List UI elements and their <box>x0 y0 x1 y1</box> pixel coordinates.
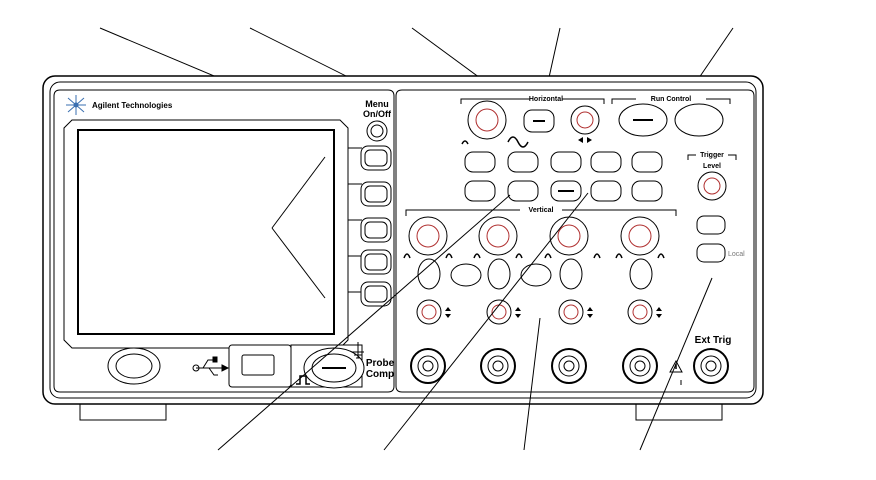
left-right-arrows-icon <box>578 137 592 143</box>
channel-4-waveform-icons <box>615 253 665 259</box>
softkey-bracket <box>271 147 362 299</box>
math-button[interactable] <box>450 263 482 287</box>
channel-4-bnc[interactable] <box>622 348 658 384</box>
channel-3-bnc[interactable] <box>551 348 587 384</box>
channel-2-position-knob[interactable] <box>486 299 512 325</box>
vertical-section-bracket <box>405 209 677 216</box>
channel-2-bnc[interactable] <box>480 348 516 384</box>
probe-comp-label-line1: Probe <box>366 358 395 369</box>
trigger-menu-button[interactable] <box>696 215 726 235</box>
power-button-inner <box>115 353 153 379</box>
channel-1-button[interactable] <box>417 258 441 290</box>
softkeys[interactable] <box>360 145 392 307</box>
waveform-icon <box>461 136 529 148</box>
channel-3-button[interactable] <box>559 258 583 290</box>
run-control-label: Run Control <box>651 96 691 103</box>
up-down-arrows-icon <box>515 307 521 318</box>
ext-trig-label: Ext Trig <box>695 335 732 346</box>
ext-trig-bnc[interactable] <box>693 348 729 384</box>
callout-lines-bottom <box>217 192 713 451</box>
channel-1-waveform-icons <box>403 253 453 259</box>
function-keys-row-1[interactable] <box>464 151 663 173</box>
up-down-arrows-icon <box>656 307 662 318</box>
probe-comp-label-line2: Comp <box>366 369 394 380</box>
trigger-bracket <box>687 154 737 160</box>
channel-1-position-knob[interactable] <box>416 299 442 325</box>
spark-icon <box>66 95 86 115</box>
local-label: Local <box>728 251 745 258</box>
ground-icon <box>352 342 364 359</box>
menu-label-line1: Menu <box>365 99 389 109</box>
channel-2-scale-knob[interactable] <box>478 216 518 256</box>
channel-3-waveform-icons <box>544 253 601 259</box>
channel-1-scale-knob[interactable] <box>408 216 448 256</box>
ref-button[interactable] <box>520 263 552 287</box>
menu-label-line2: On/Off <box>363 109 392 119</box>
warning-icon <box>669 359 683 385</box>
menu-on-off-button[interactable] <box>366 120 388 142</box>
channel-3-scale-knob[interactable] <box>549 216 589 256</box>
vertical-section-label: Vertical <box>529 207 554 214</box>
brand-logo: Agilent Technologies <box>66 95 173 115</box>
channel-2-button[interactable] <box>487 258 511 290</box>
local-button[interactable] <box>696 243 726 263</box>
usb-icon <box>192 356 230 376</box>
channel-3-position-knob[interactable] <box>558 299 584 325</box>
horizontal-position-knob[interactable] <box>570 105 600 135</box>
display-screen <box>77 129 335 335</box>
channel-4-position-knob[interactable] <box>627 299 653 325</box>
channel-1-bnc[interactable] <box>410 348 446 384</box>
single-button[interactable] <box>674 103 724 137</box>
up-down-arrows-icon <box>445 307 451 318</box>
up-down-arrows-icon <box>587 307 593 318</box>
channel-4-button[interactable] <box>629 258 653 290</box>
horizontal-scale-knob[interactable] <box>467 100 507 140</box>
channel-4-scale-knob[interactable] <box>620 216 660 256</box>
horizontal-section-bracket <box>460 98 605 104</box>
instrument-bezel <box>49 81 757 399</box>
usb-port[interactable] <box>241 354 275 376</box>
trigger-level-knob[interactable] <box>697 171 727 201</box>
trigger-label: Trigger <box>700 152 724 159</box>
horizontal-section-label: Horizontal <box>529 96 563 103</box>
function-keys-row-2[interactable] <box>464 180 663 202</box>
brand-name: Agilent Technologies <box>92 101 173 110</box>
run-control-bracket <box>611 98 731 104</box>
channel-2-waveform-icons <box>473 253 523 259</box>
trigger-level-label: Level <box>703 163 721 170</box>
